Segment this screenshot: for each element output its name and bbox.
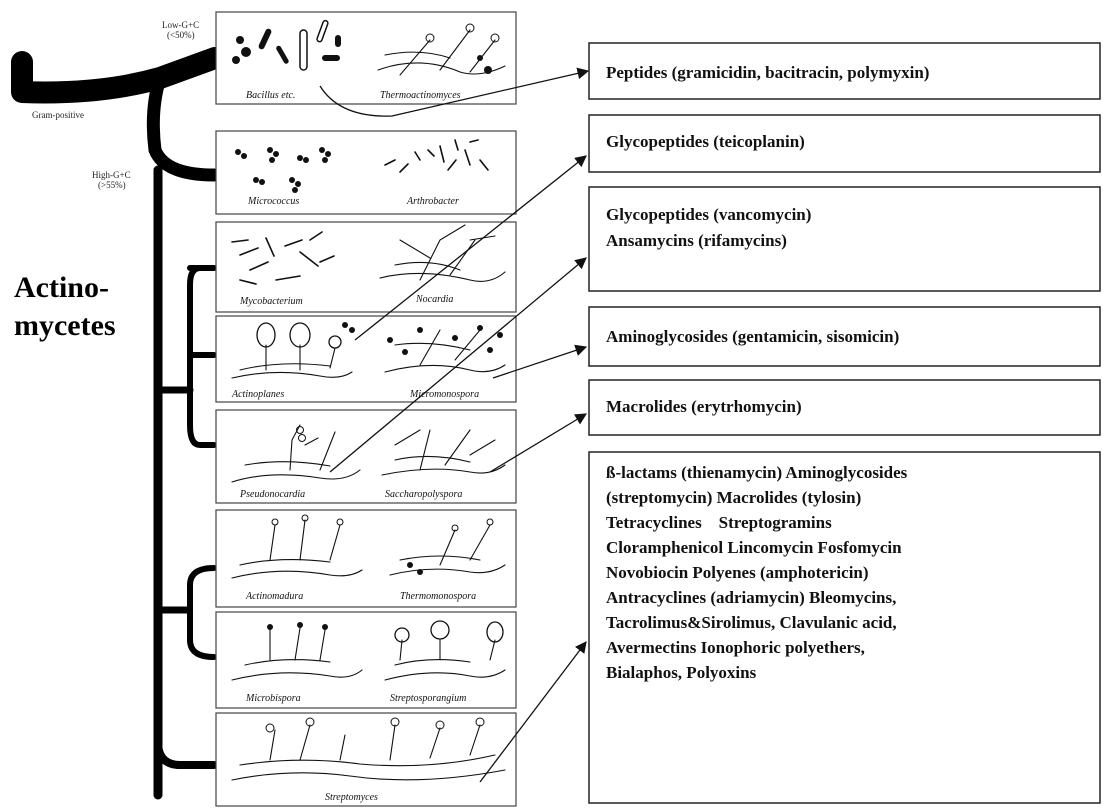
antibiotic-text-line-6: Antracyclines (adriamycin) Bleomycins, — [606, 588, 896, 607]
antibiotic-text-line-9: Bialaphos, Polyoxins — [606, 663, 757, 682]
genus-label-thermomonospora: Thermomonospora — [400, 591, 476, 602]
antibiotic-text-ansamycins: Ansamycins (rifamycins) — [606, 231, 787, 250]
antibiotic-box-aminoglycosides: Aminoglycosides (gentamicin, sisomicin) — [588, 306, 1101, 367]
antibiotic-text-teicoplanin: Glycopeptides (teicoplanin) — [606, 132, 805, 151]
genus-panel-micrococcus: Micrococcus Arthrobacter — [215, 130, 517, 215]
high-gc-percent-label: (>55%) — [98, 180, 126, 190]
genus-label-arthrobacter: Arthrobacter — [406, 196, 459, 207]
mycobacterium-illustration — [231, 231, 335, 285]
genus-label-streptomyces: Streptomyces — [325, 792, 378, 803]
antibiotic-text-line-8: Avermectins Ionophoric polyethers, — [606, 638, 865, 657]
genus-label-streptosporangium: Streptosporangium — [390, 693, 466, 704]
arrow-streptomyces-to-antibiotics — [479, 641, 587, 783]
antibiotic-text-aminoglycosides: Aminoglycosides (gentamicin, sisomicin) — [606, 327, 899, 346]
genus-label-bacillus: Bacillus etc. — [246, 90, 295, 101]
genus-panel-bacillus: Bacillus etc. Thermoactinomyces — [215, 11, 517, 105]
actinoplanes-illustration — [231, 322, 355, 379]
arthrobacter-illustration — [384, 139, 489, 173]
micromonospora-illustration — [384, 325, 506, 373]
actinomycetes-label-line1: Actino- — [14, 271, 109, 304]
arrow-nocardia-to-teicoplanin — [354, 155, 587, 341]
genus-panel-actinoplanes: Actinoplanes Micromonospora — [215, 315, 517, 403]
nocardia-illustration — [379, 224, 506, 282]
actinomycetes-label-line2: mycetes — [14, 309, 116, 342]
gram-positive-label: Gram-positive — [32, 110, 84, 120]
low-gc-label: Low-G+C — [162, 20, 199, 30]
pseudonocardia-illustration — [231, 424, 361, 483]
genus-label-microbispora: Microbispora — [245, 693, 301, 704]
genus-label-thermoactinomyces: Thermoactinomyces — [380, 90, 461, 101]
antibiotic-box-peptides: Peptides (gramicidin, bacitracin, polymy… — [588, 42, 1101, 100]
tree-madura-bracket — [187, 565, 217, 660]
arrow-bacillus-to-peptides — [319, 67, 590, 117]
high-gc-label: High-G+C — [92, 170, 131, 180]
genus-panel-streptomyces: Streptomyces — [215, 712, 517, 807]
tree-mycobacterium-bracket — [187, 265, 217, 448]
arrow-pseudonocardia-to-vancomycin — [329, 257, 587, 473]
streptosporangium-illustration — [384, 620, 506, 681]
antibiotic-text-line-1: ß-lactams (thienamycin) Aminoglycosides — [606, 463, 908, 482]
antibiotic-text-line-5: Novobiocin Polyenes (amphotericin) — [606, 563, 869, 582]
tree-streptomyces-branch — [154, 741, 218, 769]
genus-label-mycobacterium: Mycobacterium — [239, 296, 303, 307]
genus-panel-mycobacterium: Mycobacterium Nocardia — [215, 221, 517, 313]
antibiotic-box-macrolides: Macrolides (erytrhomycin) — [588, 379, 1101, 436]
antibiotic-text-macrolides: Macrolides (erytrhomycin) — [606, 397, 802, 416]
phylogenetic-tree — [11, 47, 226, 800]
genus-label-actinoplanes: Actinoplanes — [231, 389, 284, 400]
streptomyces-illustration — [231, 717, 506, 781]
low-gc-percent-label: (<50%) — [167, 30, 195, 40]
connector-arrows — [319, 67, 590, 783]
bacillus-illustration — [232, 19, 341, 71]
arrow-micromonospora-to-aminoglycosides — [492, 344, 588, 379]
antibiotic-text-line-3: Tetracyclines Streptogramins — [606, 513, 832, 532]
thermomonospora-illustration — [389, 518, 506, 576]
genus-panel-actinomadura: Actinomadura Thermomonospora — [215, 509, 517, 608]
antibiotic-text-peptides: Peptides (gramicidin, bacitracin, polymy… — [606, 63, 929, 82]
genus-label-nocardia: Nocardia — [415, 294, 453, 305]
thermoactinomyces-illustration — [377, 23, 506, 76]
genus-panel-microbispora: Microbispora Streptosporangium — [215, 611, 517, 709]
micrococcus-illustration — [235, 147, 331, 193]
antibiotic-text-vancomycin: Glycopeptides (vancomycin) — [606, 205, 811, 224]
arrow-saccharopolyspora-to-macrolides — [489, 413, 588, 473]
saccharopolyspora-illustration — [381, 429, 506, 476]
genus-label-saccharopolyspora: Saccharopolyspora — [385, 489, 462, 500]
genus-label-pseudonocardia: Pseudonocardia — [239, 489, 305, 500]
microbispora-illustration — [231, 622, 363, 681]
genus-label-micrococcus: Micrococcus — [247, 196, 299, 207]
antibiotic-box-teicoplanin: Glycopeptides (teicoplanin) — [588, 114, 1101, 173]
tree-gram-positive-curve — [146, 71, 221, 182]
genus-label-actinomadura: Actinomadura — [245, 591, 303, 602]
antibiotic-box-streptomyces-products: ß-lactams (thienamycin) Aminoglycosides … — [588, 451, 1101, 804]
antibiotic-text-line-2: (streptomycin) Macrolides (tylosin) — [606, 488, 861, 507]
genus-panel-pseudonocardia: Pseudonocardia Saccharopolyspora — [215, 409, 517, 504]
antibiotic-box-vancomycin: Glycopeptides (vancomycin) Ansamycins (r… — [588, 186, 1101, 292]
genus-label-micromonospora: Micromonospora — [409, 389, 479, 400]
antibiotic-text-line-7: Tacrolimus&Sirolimus, Clavulanic acid, — [606, 613, 897, 632]
actinomadura-illustration — [231, 514, 363, 579]
antibiotic-text-line-4: Cloramphenicol Lincomycin Fosfomycin — [606, 538, 902, 557]
tree-root-trunk — [11, 47, 226, 104]
